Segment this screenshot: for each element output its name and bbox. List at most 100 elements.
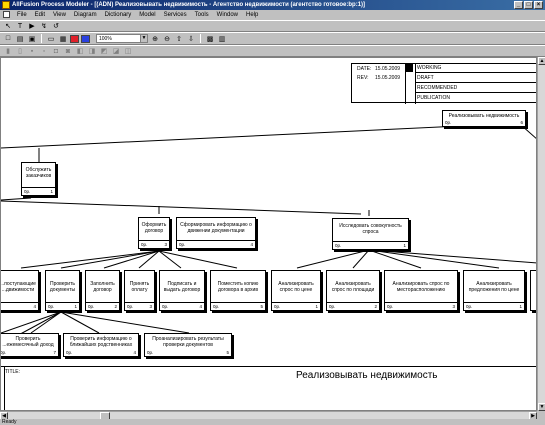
document-icon[interactable]: [3, 11, 10, 18]
blue-color-icon[interactable]: [81, 34, 90, 43]
menu-services[interactable]: Services: [163, 12, 187, 18]
link-contract-6: [158, 250, 238, 269]
box-relatives[interactable]: Проверить информацию о ближайших родстве…: [63, 333, 139, 357]
link-research-1: [296, 249, 370, 269]
mm-catalog-icon[interactable]: ◪: [112, 48, 120, 55]
print-icon[interactable]: ▭: [47, 35, 55, 43]
box-income[interactable]: Проверить ...ежемесячный доход 0р. 7: [1, 333, 59, 357]
activity-box-icon[interactable]: T: [17, 22, 23, 30]
diagram-canvas[interactable]: DATE: 15.05.2009 REV: 15.05.2009 WORKING…: [0, 57, 537, 411]
tool-palette: ↖ T ▶ ↯ ↺: [0, 20, 545, 32]
box-analyze-location[interactable]: Анализировать спрос по месторасположению…: [384, 270, 458, 311]
zoom-out-icon[interactable]: ⊖: [164, 35, 170, 43]
zoom-select[interactable]: 100% ▼: [96, 34, 148, 43]
mm-connect-icon[interactable]: ▮: [6, 48, 10, 55]
mm-lock-icon[interactable]: ▪: [30, 47, 34, 55]
box-analyze-area[interactable]: Анализировать спрос по площади 0р. 2: [326, 270, 380, 311]
rev-value: 15.05.2009: [375, 75, 401, 81]
toolbar-separator: [200, 34, 201, 43]
box-sign[interactable]: Подписать и выдать договор 0р. 4: [159, 270, 205, 311]
model-mart-icon[interactable]: ▩: [206, 35, 214, 43]
mm-merge-icon[interactable]: ◙: [65, 47, 71, 55]
menu-diagram[interactable]: Diagram: [73, 12, 97, 18]
scroll-up-icon[interactable]: ▲: [538, 57, 545, 65]
box-fill[interactable]: Заполнить договор 0р. 2: [85, 270, 120, 311]
box-info[interactable]: Сформировать информацию о движении докум…: [176, 217, 256, 249]
go-child-icon[interactable]: ⇩: [188, 35, 194, 43]
arrow-tool-icon[interactable]: ▶: [29, 23, 35, 30]
box-root[interactable]: Реализовывать недвижимость 0р. 6: [442, 110, 526, 127]
title-bar[interactable]: AllFusion Process Modeler - [(ADN) Реали…: [0, 0, 545, 10]
box-analyze-offers[interactable]: Анализировать предложения по цене 0р. 1: [463, 270, 525, 311]
mm-version-icon[interactable]: ◧: [76, 48, 84, 55]
menu-file[interactable]: File: [17, 12, 27, 18]
box-contract[interactable]: Оформить договор 0р. 3: [138, 217, 170, 249]
window-title: AllFusion Process Modeler - [(ADN) Реали…: [12, 2, 366, 8]
box-check-docs[interactable]: Проверить документы 0р. 1: [45, 270, 80, 311]
box-archive[interactable]: Поместить копию договора в архив 0р. 5: [210, 270, 266, 311]
diagram-title: Реализовывать недвижимость: [296, 370, 438, 381]
box-analyze-price[interactable]: Анализировать спрос по цене 0р. 1: [271, 270, 321, 311]
link-check-3: [60, 311, 190, 334]
status-recommended: RECOMMENDED: [415, 83, 536, 93]
mm-save-icon[interactable]: ◘: [53, 47, 59, 55]
link-contract-2: [60, 250, 160, 269]
box-pay[interactable]: Принять оплату 0р. 3: [124, 270, 155, 311]
toolbar-separator: [41, 34, 42, 43]
horizontal-scrollbar[interactable]: ◀ ▶: [0, 411, 537, 420]
mm-security-icon[interactable]: ◨: [88, 48, 96, 55]
link-contract-3: [103, 250, 160, 269]
title-block: TITLE: Реализовывать недвижимость: [1, 366, 536, 410]
maximize-button[interactable]: □: [524, 1, 533, 9]
link-research-5: [368, 249, 536, 264]
save-icon[interactable]: ▣: [28, 35, 36, 43]
squiggle-icon[interactable]: ↯: [41, 23, 47, 30]
box-serve[interactable]: Обслужить заказчиков 0р. 1: [21, 162, 56, 196]
menu-tools[interactable]: Tools: [194, 12, 209, 18]
date-label: DATE:: [357, 66, 372, 72]
red-color-icon[interactable]: [70, 34, 79, 43]
chevron-down-icon[interactable]: ▼: [140, 35, 147, 42]
menu-help[interactable]: Help: [246, 12, 259, 18]
window-controls: _ □ ×: [514, 1, 543, 9]
menu-edit[interactable]: Edit: [34, 12, 46, 18]
zoom-value: 100%: [99, 36, 112, 42]
menu-bar: File Edit View Diagram Dictionary Model …: [0, 10, 545, 20]
box-cut-right[interactable]: [530, 270, 536, 311]
link-root-left: [1, 124, 482, 149]
mm-options-icon[interactable]: ◫: [124, 48, 132, 55]
minimize-button[interactable]: _: [514, 1, 523, 9]
link-check-4: [1, 311, 62, 334]
vertical-scrollbar[interactable]: ▲ ▼: [537, 57, 545, 411]
menu-view[interactable]: View: [53, 12, 66, 18]
link-check-2: [60, 311, 100, 334]
open-icon[interactable]: ▤: [16, 35, 24, 43]
report-icon[interactable]: ▥: [218, 35, 226, 43]
box-incoming[interactable]: ...поступающие ...движимости 4: [1, 270, 39, 311]
box-research[interactable]: Исследовать совокупность спроса 0р. 1: [332, 218, 409, 250]
link-research-4: [368, 249, 500, 269]
date-value: 15.05.2009: [375, 66, 401, 72]
go-parent-icon[interactable]: ⇧: [176, 35, 182, 43]
link-contract-4: [138, 250, 160, 269]
mm-library-icon[interactable]: ◩: [100, 48, 108, 55]
modelmart-toolbar: ▮ ▯ ▪ ▫ ◘ ◙ ◧ ◨ ◩ ◪ ◫: [0, 45, 545, 57]
link-serve-left: [1, 197, 32, 201]
menu-model[interactable]: Model: [139, 12, 156, 18]
menu-dictionary[interactable]: Dictionary: [104, 12, 132, 18]
mm-unlock-icon[interactable]: ▫: [42, 47, 46, 55]
scroll-down-icon[interactable]: ▼: [538, 403, 545, 411]
model-explorer-icon[interactable]: ▦: [59, 35, 67, 43]
menu-window[interactable]: Window: [216, 12, 239, 18]
new-icon[interactable]: □: [5, 35, 11, 42]
zoom-in-icon[interactable]: ⊕: [152, 35, 158, 43]
close-button[interactable]: ×: [534, 1, 543, 9]
status-draft: DRAFT: [415, 73, 536, 83]
link-contract-1: [20, 250, 160, 269]
mm-open-icon[interactable]: ▯: [18, 48, 22, 55]
box-results[interactable]: Проанализировать результаты проверки док…: [144, 333, 232, 357]
pointer-icon[interactable]: ↖: [5, 23, 11, 30]
undo-icon[interactable]: ↺: [53, 23, 59, 30]
status-publication: PUBLICATION: [417, 95, 450, 101]
